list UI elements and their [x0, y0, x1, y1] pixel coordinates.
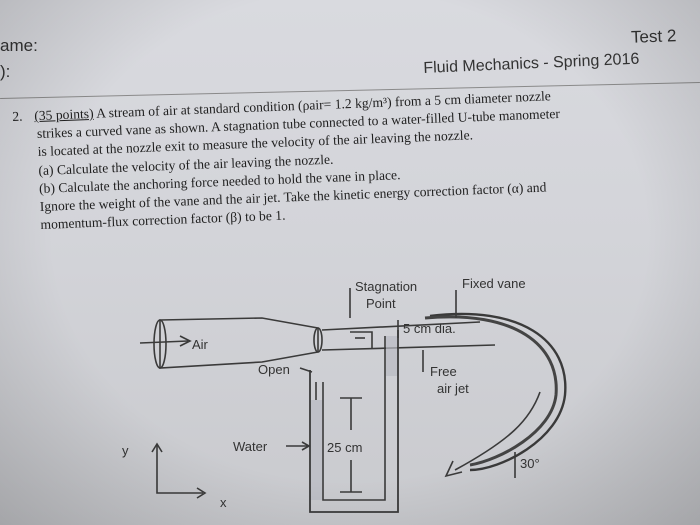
- manometer-inner: [322, 336, 386, 501]
- air-arrow-head: [179, 335, 192, 347]
- field-label: ):: [0, 62, 11, 81]
- open-label: Open: [258, 362, 290, 377]
- nozzle-exit: [313, 327, 323, 353]
- air-jet-label: air jet: [437, 381, 469, 396]
- fixed-vane: [429, 312, 567, 472]
- xy-axes: [156, 445, 203, 494]
- pipe-inlet: [153, 319, 167, 369]
- point-label: Point: [366, 296, 396, 311]
- stagnation-tube: [350, 331, 373, 348]
- free-jet-arrow-head: [444, 460, 463, 478]
- jet-bottom: [321, 344, 496, 351]
- name-label: ame:: [0, 36, 38, 55]
- water-label: Water: [233, 439, 268, 454]
- height-label: 25 cm: [327, 440, 362, 455]
- y-axis-label: y: [122, 443, 129, 458]
- stagnation-label: Stagnation: [355, 279, 417, 294]
- x-axis-label: x: [220, 495, 227, 510]
- height-top-marker: [340, 397, 362, 430]
- free-jet-line: [454, 391, 541, 471]
- fixed-vane-shade: [424, 315, 558, 467]
- water-column-right: [386, 336, 397, 376]
- water-column-left: [311, 400, 322, 500]
- fixed-vane-label: Fixed vane: [462, 276, 526, 291]
- height-bottom-marker: [340, 460, 362, 493]
- angle-label: 30°: [520, 456, 540, 471]
- air-arrow: [139, 340, 189, 344]
- manometer-outer: [309, 330, 399, 513]
- free-label: Free: [430, 364, 457, 379]
- nozzle-pipe: [159, 317, 319, 369]
- open-leader: [299, 367, 313, 373]
- diameter-label: 5 cm dia.: [403, 321, 456, 336]
- air-label: Air: [192, 337, 209, 352]
- jet-top: [321, 321, 481, 331]
